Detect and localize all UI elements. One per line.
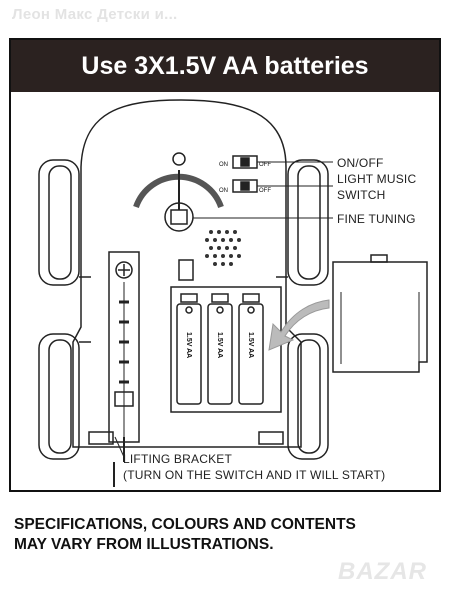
switch2-off-mark: OFF (259, 188, 271, 194)
fine-tuning-label: FINE TUNING (337, 212, 416, 226)
disclaimer-line-1: SPECIFICATIONS, COLOURS AND CONTENTS (14, 516, 356, 533)
fine-tuning-knob (164, 202, 194, 232)
banner: Use 3X1.5V AA batteries (11, 40, 439, 92)
wheel-top-left (38, 159, 80, 286)
lifting-bracket-note: (TURN ON THE SWITCH AND IT WILL START) (123, 468, 386, 482)
bazar-logo: BAZAR (338, 558, 427, 585)
battery-2 (207, 303, 233, 405)
top-strip: Леон Макс Детски и... (0, 0, 450, 28)
switch2-on-mark: ON (219, 188, 228, 194)
wheel-bottom-left (38, 333, 80, 460)
robot-drawing (38, 99, 428, 487)
banner-title: Use 3X1.5V AA batteries (81, 51, 369, 80)
battery-2-text: 1.5V AA (216, 332, 223, 359)
speaker-grille (205, 230, 241, 266)
battery-3-text: 1.5V AA (247, 332, 254, 359)
battery-3 (238, 303, 264, 405)
lifting-bracket-label: LIFTING BRACKET (123, 452, 233, 466)
disclaimer: SPECIFICATIONS, COLOURS AND CONTENTS MAY… (14, 515, 444, 555)
robot-body-outline (72, 99, 302, 448)
battery-1-text: 1.5V AA (185, 332, 192, 359)
switch1-on-mark: ON (219, 162, 228, 168)
instruction-frame: Use 3X1.5V AA batteries (9, 38, 441, 492)
insert-arrow (268, 299, 330, 351)
on-off-label: ON/OFF (337, 156, 384, 170)
battery-compartment (170, 286, 282, 413)
robot-diagram: ON/OFF LIGHT MUSIC SWITCH FINE TUNING LI… (11, 92, 439, 490)
disclaimer-line-2: MAY VARY FROM ILLUSTRATIONS. (14, 536, 274, 553)
light-music-label: LIGHT MUSIC (337, 172, 417, 186)
switch1-off-mark: OFF (259, 162, 271, 168)
battery-1 (176, 303, 202, 405)
watermark-text: Леон Макс Детски и... (12, 6, 178, 23)
wheel-bottom-right (287, 333, 329, 460)
switch-label: SWITCH (337, 188, 386, 202)
wheel-top-right (287, 159, 329, 286)
battery-cover (332, 261, 428, 373)
